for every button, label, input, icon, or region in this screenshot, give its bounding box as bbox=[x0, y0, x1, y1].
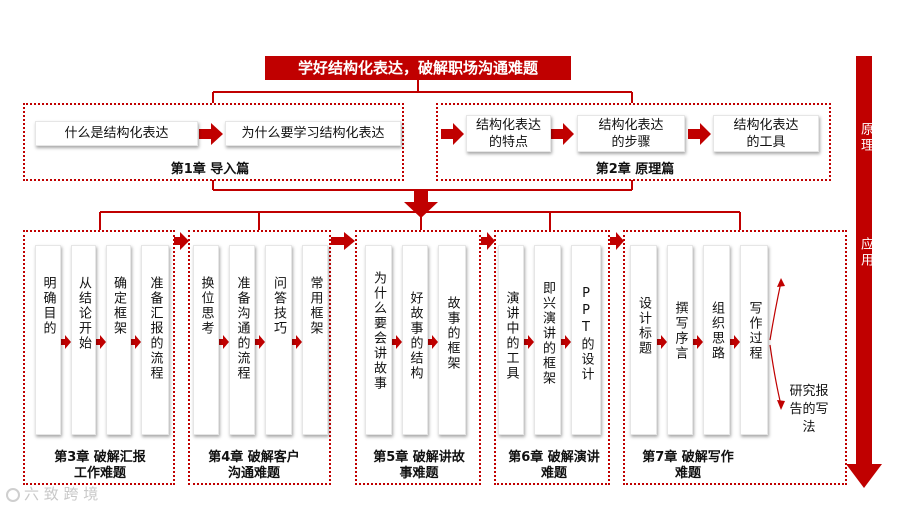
ch5-item-why: 为什么要会讲故事 bbox=[365, 245, 392, 435]
ch7-item-title: 设计标题 bbox=[630, 245, 657, 435]
chapter4-container bbox=[188, 230, 331, 485]
arrow-ch3-c bbox=[131, 335, 141, 349]
ch4-item-qa-text: 问答技巧 bbox=[271, 276, 286, 336]
side-label-application: 应用 bbox=[858, 237, 873, 269]
part1-item-why: 为什么要学习结构化表达 bbox=[225, 121, 401, 146]
ch5-item-framework-text: 故事的框架 bbox=[444, 296, 460, 371]
ch4-item-process: 准备沟通的流程 bbox=[229, 245, 255, 435]
ch3-item-framework: 确定框架 bbox=[106, 245, 131, 435]
chapter7-label: 第7章 破解写作 难题 bbox=[642, 450, 734, 481]
arrow-ch7-c bbox=[730, 335, 740, 349]
arrow-ch4-ch5 bbox=[331, 232, 355, 250]
chapter3-label: 第3章 破解汇报 工作难题 bbox=[54, 450, 146, 481]
chapter5-container bbox=[355, 230, 481, 485]
chapter1-label: 第1章 导入篇 bbox=[170, 162, 250, 177]
arrow-ch3-ch4 bbox=[174, 232, 189, 250]
arrow-ch7-a bbox=[657, 335, 667, 349]
ch4-item-qa: 问答技巧 bbox=[265, 245, 292, 435]
ch3-item-framework-text: 确定框架 bbox=[111, 276, 126, 336]
arrow-p1 bbox=[199, 123, 223, 145]
ch3-item-process-text: 准备汇报的流程 bbox=[147, 276, 163, 381]
part2-container bbox=[436, 103, 831, 181]
ch4-item-frameworks-text: 常用框架 bbox=[307, 276, 323, 336]
watermark: 六 致 跨 境 bbox=[6, 483, 98, 504]
watermark-text: 六 致 跨 境 bbox=[24, 485, 99, 503]
ch7-item-preface: 撰写序言 bbox=[667, 245, 693, 435]
ch6-item-impromptu: 即兴演讲的框架 bbox=[534, 245, 561, 435]
ch3-item-goal: 明确目的 bbox=[35, 245, 61, 435]
ch3-item-process: 准备汇报的流程 bbox=[141, 245, 169, 435]
ch4-item-process-text: 准备沟通的流程 bbox=[234, 276, 250, 381]
part2-item-tools: 结构化表达 的工具 bbox=[713, 115, 819, 152]
ch5-item-structure-text: 好故事的结构 bbox=[407, 291, 423, 381]
watermark-logo-icon bbox=[6, 487, 20, 502]
side-label-principle: 原理 bbox=[858, 122, 873, 154]
arrow-p2-c bbox=[688, 123, 711, 145]
ch5-item-why-text: 为什么要会讲故事 bbox=[371, 271, 386, 391]
arrow-ch6-a bbox=[524, 335, 534, 349]
arrow-p2-b bbox=[551, 123, 574, 145]
ch7-item-process: 写作过程 bbox=[740, 245, 768, 435]
part1-item-what: 什么是结构化表达 bbox=[35, 121, 198, 146]
center-down-arrow bbox=[404, 190, 438, 218]
arrow-ch3-a bbox=[61, 335, 71, 349]
part2-item-features: 结构化表达 的特点 bbox=[466, 115, 551, 152]
ch6-item-impromptu-text: 即兴演讲的框架 bbox=[540, 281, 555, 386]
chapter2-label: 第2章 原理篇 bbox=[595, 162, 675, 177]
part2-item-steps: 结构化表达 的步骤 bbox=[577, 115, 685, 152]
chapter3-container bbox=[23, 230, 175, 485]
ch6-item-tools: 演讲中的工具 bbox=[498, 245, 524, 435]
arrow-ch5-b bbox=[428, 335, 438, 349]
arrow-ch4-a bbox=[219, 335, 229, 349]
ch4-item-frameworks: 常用框架 bbox=[302, 245, 328, 435]
ch7-item-preface-text: 撰写序言 bbox=[672, 301, 688, 361]
ch7-research-report: 研究报 告的写 法 bbox=[789, 384, 829, 435]
ch7-item-title-text: 设计标题 bbox=[636, 296, 651, 356]
thin-arrow-up bbox=[769, 281, 782, 341]
main-title: 学好结构化表达，破解职场沟通难题 bbox=[265, 56, 571, 80]
arrow-ch3-b bbox=[96, 335, 106, 349]
arrow-p2-a bbox=[441, 123, 464, 145]
thin-arrow-up-head bbox=[777, 278, 785, 287]
ch6-item-ppt-text: PPT的设计 bbox=[578, 286, 594, 382]
arrow-ch7-b bbox=[693, 335, 703, 349]
arrow-ch6-b bbox=[561, 335, 571, 349]
thin-arrow-down-head bbox=[777, 400, 785, 410]
ch7-item-process-text: 写作过程 bbox=[746, 301, 762, 361]
chapter6-label: 第6章 破解演讲 难题 bbox=[508, 450, 600, 481]
chapter5-label: 第5章 破解讲故 事难题 bbox=[373, 450, 465, 481]
arrow-ch5-a bbox=[392, 335, 402, 349]
ch4-item-empathy-text: 换位思考 bbox=[198, 276, 214, 336]
ch7-item-ideas: 组织思路 bbox=[703, 245, 730, 435]
part1-container bbox=[23, 103, 404, 181]
arrow-ch4-c bbox=[292, 335, 302, 349]
side-axis-arrowhead bbox=[846, 464, 882, 488]
chapter6-container bbox=[494, 230, 610, 485]
arrow-ch4-b bbox=[255, 335, 265, 349]
ch6-item-tools-text: 演讲中的工具 bbox=[503, 291, 519, 381]
ch3-item-conclusion: 从结论开始 bbox=[71, 245, 96, 435]
ch3-item-conclusion-text: 从结论开始 bbox=[76, 276, 91, 351]
arrow-ch6-ch7 bbox=[610, 232, 624, 250]
ch5-item-framework: 故事的框架 bbox=[438, 245, 466, 435]
chapter7-container bbox=[623, 230, 847, 485]
ch6-item-ppt: PPT的设计 bbox=[571, 245, 601, 435]
chapter4-label: 第4章 破解客户 沟通难题 bbox=[208, 450, 300, 481]
ch3-item-goal-text: 明确目的 bbox=[40, 276, 56, 336]
arrow-ch5-ch6 bbox=[481, 232, 495, 250]
ch4-item-empathy: 换位思考 bbox=[193, 245, 219, 435]
side-axis-bar bbox=[856, 56, 872, 464]
ch5-item-structure: 好故事的结构 bbox=[402, 245, 428, 435]
ch7-item-ideas-text: 组织思路 bbox=[709, 301, 724, 361]
